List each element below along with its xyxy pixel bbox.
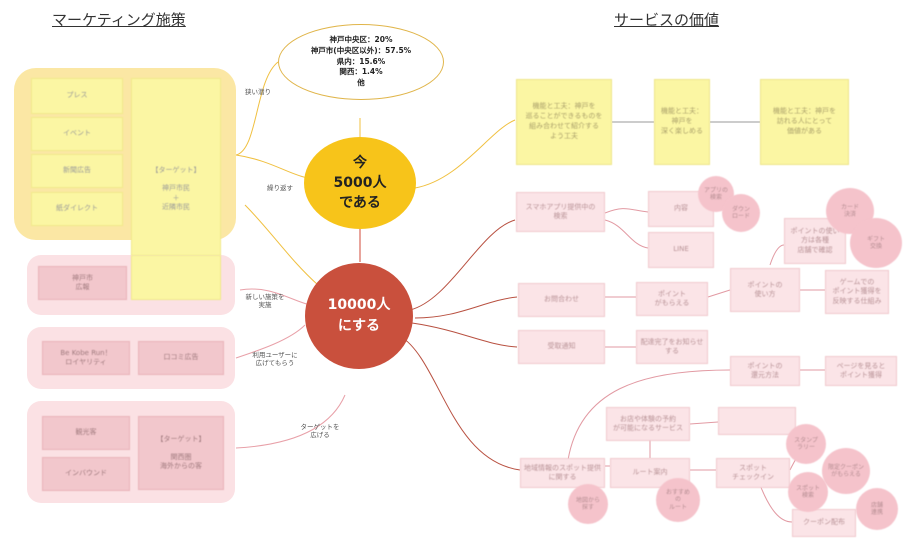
value-box-3: 機能と工夫：神戸を 訪れる人にとって 価値がある — [760, 79, 849, 165]
breakdown-line: 関西：1.4% — [339, 67, 383, 77]
edge-label-new-measure: 新しい施策を 実施 — [245, 293, 285, 310]
breakdown-line: 県内：15.6% — [336, 56, 386, 66]
service-app: スマホアプリ提供中の 検索 — [516, 192, 605, 232]
value-box-2: 機能と工夫：神戸を 深く楽しめる — [654, 79, 710, 165]
measure-direct-mail: 紙ダイレクト — [31, 192, 123, 226]
service-game-points: ゲームでの ポイント獲得を 反映する仕組み — [825, 270, 889, 314]
service-title: サービスの価値 — [614, 11, 720, 29]
service-delivery-notice: 配達完了をお知らせ する — [636, 330, 708, 364]
edge-label-widen: ターゲットを 広げる — [300, 423, 340, 440]
goal-users-node: 10000人 にする — [305, 263, 413, 369]
bubble-recommended-route: おすすめ の ルート — [656, 478, 700, 522]
measure-city-pr: 神戸市 広報 — [38, 266, 127, 300]
bubble-app-search: アプリの 検索 — [698, 176, 734, 212]
service-spot-info: 地域情報のスポット提供 に関する — [520, 458, 605, 488]
measure-event: イベント — [31, 117, 123, 151]
measure-loyalty: Be Kobe Run！ ロイヤリティ — [42, 341, 130, 375]
service-coupon: クーポン配布 — [792, 509, 856, 537]
service-page-point: ページを見ると ポイント獲得 — [825, 356, 897, 386]
edge-label-repeat: 繰り返す — [267, 184, 293, 192]
value-box-1: 機能と工夫：神戸を 巡ることができるものを 組み合わせて紹介する よう工夫 — [516, 79, 612, 165]
service-point-return: ポイントの 還元方法 — [730, 356, 800, 386]
breakdown-line: 他 — [357, 78, 365, 88]
bubble-shop-link: 店舗 連携 — [856, 488, 898, 530]
bubble-spot-search: スポット 検索 — [788, 472, 828, 512]
user-breakdown-oval: 神戸中央区：20% 神戸市(中央区以外)：57.5% 県内：15.6% 関西：1… — [278, 24, 444, 100]
current-users-node: 今 5000人 である — [304, 137, 416, 229]
breakdown-line: 神戸市(中央区以外)：57.5% — [310, 45, 412, 55]
edge-label-spread: 利用ユーザーに 広げてもらう — [252, 351, 298, 368]
bubble-limited-coupon: 限定クーポン がもらえる — [822, 448, 870, 494]
service-reservation-detail — [718, 407, 796, 435]
marketing-title: マーケティング施策 — [52, 11, 186, 29]
service-reservation: お店や体験の予約 が可能になるサービス — [606, 407, 690, 441]
measure-inbound: インバウンド — [42, 457, 130, 491]
service-inquiry: お問合わせ — [518, 283, 605, 317]
bubble-gift-exchange: ギフト 交換 — [850, 218, 902, 268]
breakdown-line: 神戸中央区：20% — [329, 34, 393, 44]
service-point-usage: ポイントの 使い方 — [730, 268, 800, 312]
target-local-cont — [131, 255, 221, 300]
service-receipt: 受取通知 — [518, 330, 605, 364]
target-wide: 【ターゲット】 関西圏 海外からの客 — [138, 416, 224, 490]
measure-tourists: 観光客 — [42, 416, 130, 450]
bubble-app-download: ダウン ロード — [722, 194, 760, 232]
service-app-line: LINE — [648, 232, 714, 268]
bubble-stamp-rally: スタンプ ラリー — [786, 424, 826, 464]
service-spot-checkin: スポット チェックイン — [716, 458, 790, 488]
measure-newspaper: 新聞広告 — [31, 154, 123, 188]
edge-label-narrow: 狭い潜り — [245, 88, 271, 96]
measure-word-of-mouth: 口コミ広告 — [138, 341, 224, 375]
measure-press: プレス — [31, 78, 123, 114]
bubble-map-search: 地図から 探す — [568, 484, 608, 524]
service-get-points: ポイント がもらえる — [636, 282, 708, 316]
